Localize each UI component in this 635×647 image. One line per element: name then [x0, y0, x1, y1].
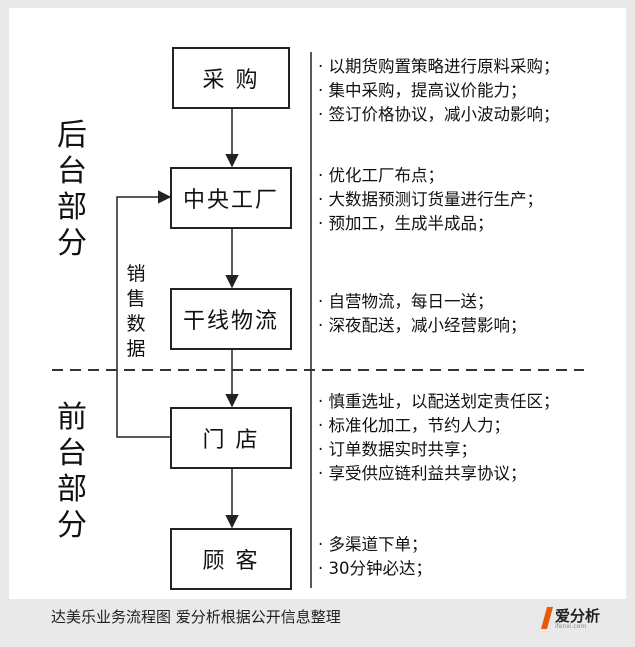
note-line: · 以期货购置策略进行原料采购； — [318, 57, 560, 76]
section-label-front: 前台部分 — [57, 400, 87, 543]
note-line: · 优化工厂布点； — [318, 166, 444, 185]
note-line: · 自营物流，每日一送； — [318, 292, 494, 311]
node-customer: 顾 客 — [170, 528, 292, 590]
node-trunk-logistics: 干线物流 — [170, 288, 292, 350]
note-line: · 预加工，生成半成品； — [318, 214, 494, 233]
note-line: · 签订价格协议，减小波动影响； — [318, 105, 560, 124]
footer-caption: 达美乐业务流程图 爱分析根据公开信息整理 — [51, 608, 341, 626]
note-line: · 慎重选址，以配送划定责任区； — [318, 392, 560, 411]
feedback-loop-line — [116, 190, 172, 438]
notes-store: · 慎重选址，以配送划定责任区； · 标准化加工，节约人力； · 订单数据实时共… — [318, 390, 560, 486]
diagram-panel — [9, 8, 626, 599]
ifenxi-logo: 爱分析 ifenxi.com — [541, 605, 611, 633]
section-label-back: 后台部分 — [57, 118, 87, 261]
node-procure: 采 购 — [172, 47, 290, 109]
notes-procure: · 以期货购置策略进行原料采购； · 集中采购，提高议价能力； · 签订价格协议… — [318, 55, 560, 127]
note-line: · 集中采购，提高议价能力； — [318, 81, 527, 100]
note-line: · 30分钟必达； — [318, 559, 432, 578]
note-line: · 订单数据实时共享； — [318, 440, 477, 459]
note-line: · 享受供应链利益共享协议； — [318, 464, 527, 483]
notes-central-factory: · 优化工厂布点； · 大数据预测订货量进行生产； · 预加工，生成半成品； — [318, 164, 543, 236]
logo-text: 爱分析 — [555, 607, 601, 625]
notes-customer: · 多渠道下单； · 30分钟必达； — [318, 533, 432, 581]
feedback-label: 销售数据 — [126, 263, 146, 360]
note-line: · 标准化加工，节约人力； — [318, 416, 510, 435]
note-line: · 多渠道下单； — [318, 535, 428, 554]
node-central-factory: 中央工厂 — [170, 167, 292, 229]
notes-trunk-logistics: · 自营物流，每日一送； · 深夜配送，减小经营影响； — [318, 290, 527, 338]
logo-mark-icon — [541, 607, 553, 629]
logo-subtext: ifenxi.com — [555, 623, 587, 630]
note-line: · 深夜配送，减小经营影响； — [318, 316, 527, 335]
note-line: · 大数据预测订货量进行生产； — [318, 190, 543, 209]
node-store: 门 店 — [170, 407, 292, 469]
